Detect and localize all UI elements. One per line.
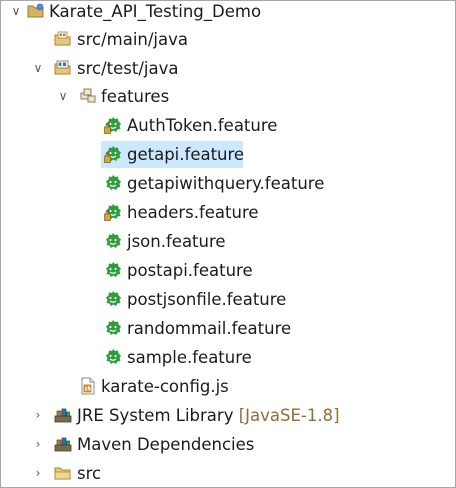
tree-item-maven-dependencies[interactable]: › Maven Dependencies (1, 431, 455, 458)
tree-item-karate-config[interactable]: karate-config.js (1, 373, 455, 400)
tree-item-feature-file[interactable]: postjsonfile.feature (1, 286, 455, 313)
feature-file-changed-icon (104, 116, 122, 134)
jre-version-decoration: [JavaSE-1.8] (238, 406, 340, 425)
feature-file-icon (104, 174, 122, 192)
feature-file-label: randommail.feature (127, 319, 292, 338)
chevron-right-icon[interactable]: › (35, 437, 41, 451)
tree-item-feature-file[interactable]: json.feature (1, 228, 455, 255)
src-main-java-label: src/main/java (77, 30, 189, 49)
tree-item-feature-file[interactable]: postapi.feature (1, 257, 455, 284)
jre-system-library-label: JRE System Library [JavaSE-1.8] (77, 402, 340, 429)
feature-file-label: headers.feature (127, 203, 259, 222)
selection-highlight (101, 141, 243, 168)
library-icon (54, 435, 72, 453)
karate-config-label: karate-config.js (101, 377, 229, 396)
feature-file-changed-icon (104, 203, 122, 221)
tree-item-feature-file[interactable]: sample.feature (1, 344, 455, 371)
feature-file-icon (104, 232, 122, 250)
src-label: src (77, 464, 102, 483)
src-test-java-label: src/test/java (77, 59, 179, 78)
feature-file-icon (104, 261, 122, 279)
tree-item-feature-file[interactable]: getapiwithquery.feature (1, 170, 455, 197)
project-label: Karate_API_Testing_Demo (49, 2, 262, 21)
tree-item-src[interactable]: › src (1, 460, 455, 487)
test-source-folder-icon (54, 59, 72, 77)
feature-file-icon (104, 290, 122, 308)
features-label: features (101, 87, 170, 106)
feature-file-label: AuthToken.feature (127, 116, 278, 135)
tree-item-feature-file[interactable]: randommail.feature (1, 315, 455, 342)
feature-file-label: postjsonfile.feature (127, 290, 287, 309)
maven-dependencies-label: Maven Dependencies (77, 435, 255, 454)
feature-file-label: sample.feature (127, 348, 252, 367)
tree-item-features[interactable]: ∨ features (1, 83, 455, 110)
tree-item-feature-file[interactable]: AuthToken.feature (1, 112, 455, 139)
project-folder-icon (27, 2, 45, 20)
tree-item-src-test-java[interactable]: ∨ src/test/java (1, 55, 455, 82)
package-icon (79, 87, 97, 105)
feature-file-label: postapi.feature (127, 261, 253, 280)
feature-file-icon (104, 348, 122, 366)
library-icon (54, 406, 72, 424)
feature-file-label: getapiwithquery.feature (127, 174, 325, 193)
feature-file-label: json.feature (127, 232, 226, 251)
feature-file-changed-icon (104, 145, 122, 163)
tree-item-src-main-java[interactable]: src/main/java (1, 26, 455, 53)
javascript-file-icon (79, 377, 97, 395)
tree-item-jre-system-library[interactable]: › JRE System Library [JavaSE-1.8] (1, 402, 455, 429)
feature-file-icon (104, 319, 122, 337)
tree-item-feature-file-selected[interactable]: getapi.feature (1, 141, 455, 168)
chevron-right-icon[interactable]: › (35, 408, 41, 422)
folder-icon (54, 464, 72, 482)
chevron-right-icon[interactable]: › (35, 466, 41, 480)
tree-item-feature-file[interactable]: headers.feature (1, 199, 455, 226)
source-folder-icon (54, 30, 72, 48)
chevron-down-icon[interactable]: ∨ (11, 4, 21, 18)
tree-item-project[interactable]: ∨ Karate_API_Testing_Demo (1, 1, 455, 25)
chevron-down-icon[interactable]: ∨ (33, 61, 43, 75)
chevron-down-icon[interactable]: ∨ (58, 89, 68, 103)
jre-label-text: JRE System Library (77, 406, 234, 425)
feature-file-label: getapi.feature (127, 145, 245, 164)
